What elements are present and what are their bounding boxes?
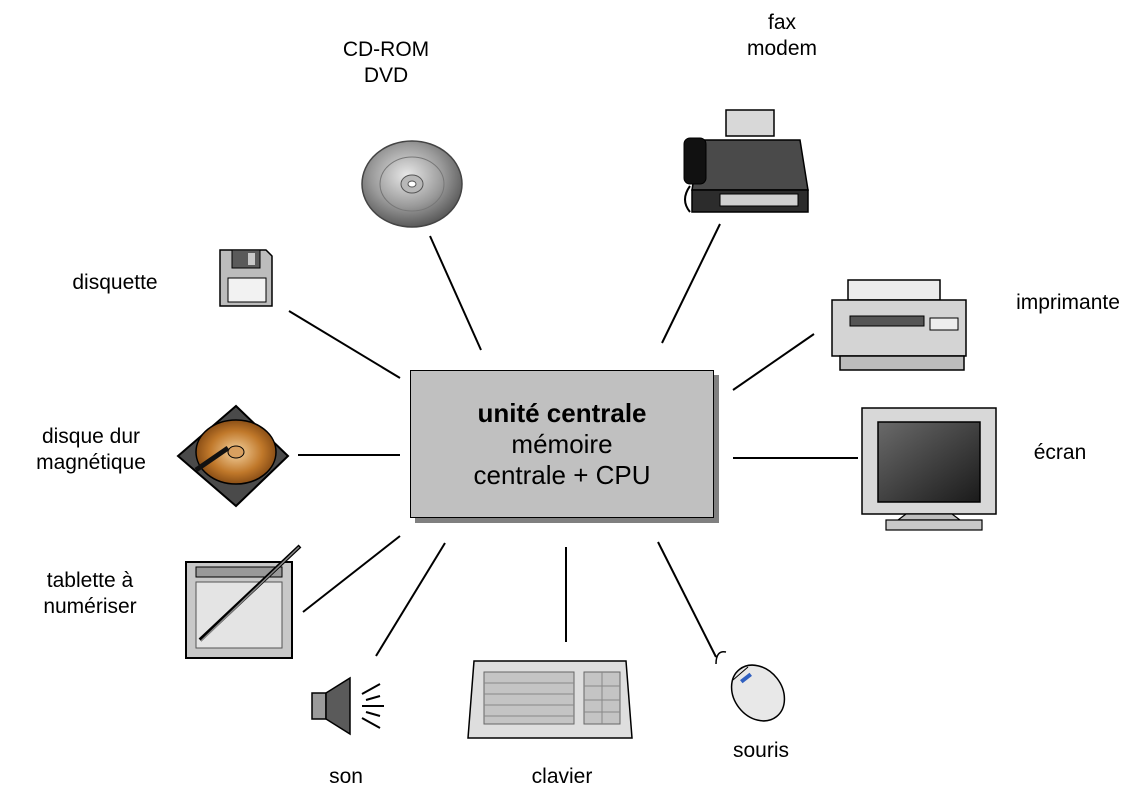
label-fax-line1: fax — [767, 11, 796, 34]
label-tablet-line2: numériser — [43, 595, 137, 618]
label-keyboard: clavier — [502, 764, 622, 790]
connector-mouse — [657, 541, 717, 658]
label-tablet-line1: tablette à — [46, 569, 134, 592]
connector-tablet — [302, 535, 401, 613]
floppy-icon — [219, 249, 273, 307]
label-printer: imprimante — [996, 290, 1140, 316]
label-cdrom-line2: DVD — [363, 64, 409, 87]
connector-sound — [375, 542, 446, 657]
label-harddisk: disque dur magnétique — [6, 424, 176, 476]
connector-printer — [732, 333, 815, 391]
connector-cdrom — [429, 235, 482, 351]
label-mouse-line1: souris — [732, 739, 790, 762]
label-floppy-line1: disquette — [72, 271, 158, 294]
fax-icon — [683, 109, 809, 213]
label-harddisk-line2: magnétique — [36, 451, 146, 474]
label-floppy: disquette — [40, 270, 190, 296]
central-unit-line2: mémoire — [511, 428, 613, 459]
mouse-icon — [715, 651, 786, 722]
label-fax: fax modem — [714, 10, 850, 62]
central-unit-box: unité centrale mémoire centrale + CPU — [410, 370, 714, 518]
hard-disk-icon — [176, 404, 290, 508]
label-printer-line1: imprimante — [1016, 291, 1120, 314]
label-cdrom-line1: CD-ROM — [342, 38, 430, 61]
printer-icon — [831, 279, 967, 371]
central-unit-line3: centrale + CPU — [473, 459, 651, 490]
label-sound: son — [306, 764, 386, 790]
label-keyboard-line1: clavier — [531, 765, 593, 788]
monitor-icon — [861, 407, 997, 531]
label-screen-line1: écran — [1033, 441, 1087, 464]
label-fax-line2: modem — [746, 37, 818, 60]
label-tablet: tablette à numériser — [10, 568, 170, 620]
label-cdrom: CD-ROM DVD — [318, 37, 454, 89]
label-harddisk-line1: disque dur — [41, 425, 141, 448]
tablet-icon — [185, 544, 302, 659]
label-screen: écran — [1010, 440, 1110, 466]
connector-floppy — [288, 310, 401, 379]
label-sound-line1: son — [329, 765, 363, 788]
keyboard-icon — [467, 660, 633, 739]
connector-fax — [661, 223, 721, 344]
central-unit-title: unité centrale — [477, 397, 647, 428]
connector-lines — [288, 223, 858, 658]
cd-icon — [361, 140, 463, 228]
label-mouse: souris — [706, 738, 816, 764]
speaker-icon — [311, 676, 384, 736]
